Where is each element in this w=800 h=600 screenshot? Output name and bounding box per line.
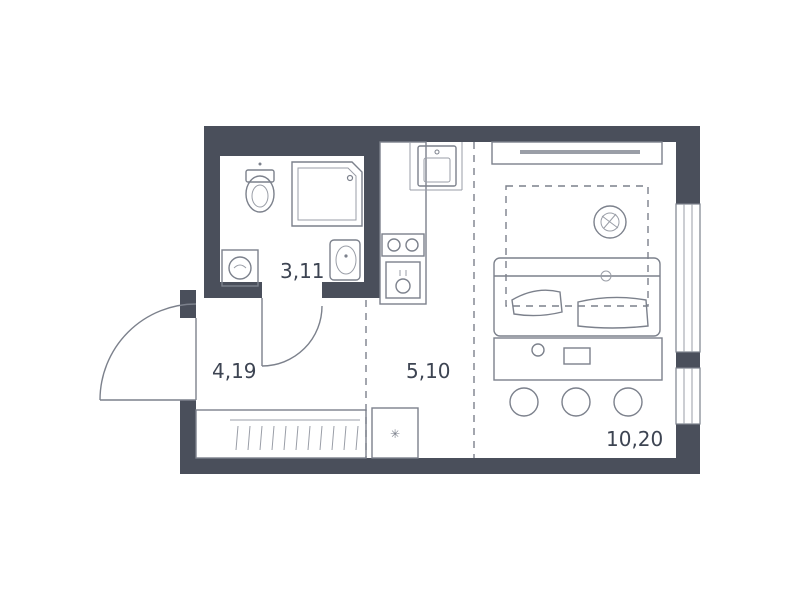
- kitchen-area: 5,10: [406, 359, 451, 383]
- walls: [180, 126, 700, 474]
- bathroom-door: [261, 298, 323, 367]
- bathroom-fixtures: [221, 161, 363, 287]
- sink-icon: [329, 239, 361, 281]
- living-area: 10,20: [606, 427, 663, 451]
- shower-icon: [291, 161, 363, 227]
- stool-icons: [509, 387, 643, 417]
- wardrobe: [195, 409, 367, 459]
- svg-text:✳: ✳: [390, 427, 400, 441]
- kitchen-sink-icon: [417, 145, 457, 187]
- plant-icon: [593, 205, 627, 239]
- appliance-icon: [385, 261, 421, 299]
- kitchen-fixtures: ✳: [365, 141, 475, 459]
- fridge-icon: ✳: [371, 407, 419, 459]
- living-furniture: [491, 141, 663, 417]
- entrance-door: [99, 303, 197, 401]
- toilet-icon: [245, 162, 275, 213]
- washing-machine-icon: [221, 249, 259, 287]
- windows: [675, 203, 701, 425]
- cooktop-icon: [381, 233, 425, 257]
- sofa-icon: [493, 257, 661, 337]
- hallway-area: 4,19: [212, 359, 257, 383]
- bathroom-area: 3,11: [280, 259, 325, 283]
- table-icon: [493, 337, 663, 381]
- tv-icon: [491, 141, 663, 165]
